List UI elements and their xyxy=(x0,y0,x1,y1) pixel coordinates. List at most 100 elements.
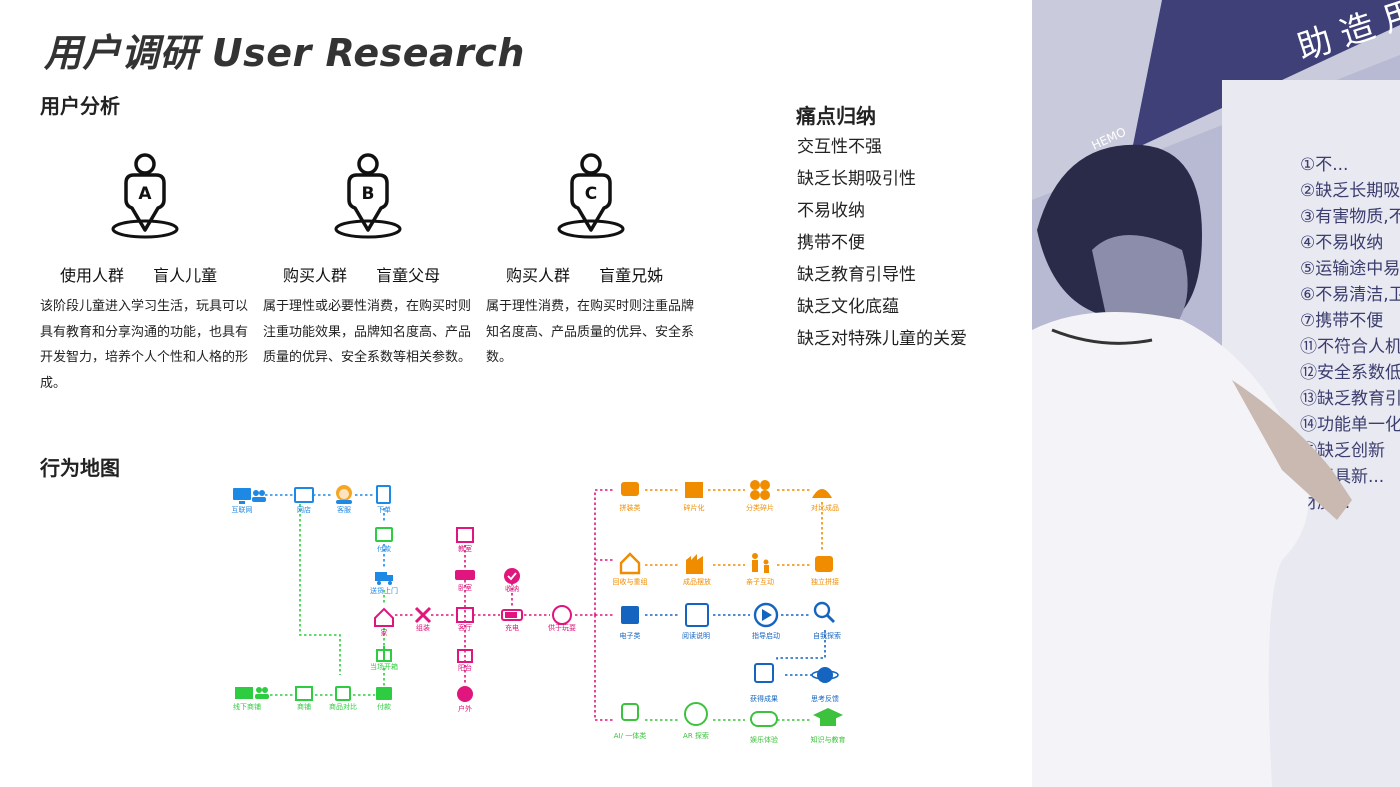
gamepad-icon xyxy=(750,711,778,727)
persona-tag: 盲人儿童 xyxy=(153,266,218,285)
pain-point-item: 缺乏长期吸引性 xyxy=(797,169,916,189)
node-label-guide: 指导启动 xyxy=(752,631,780,640)
persona-tag: 盲童兄姊 xyxy=(599,266,664,285)
web-store-icon xyxy=(294,487,314,503)
board-note: ⑬缺乏教育引导 xyxy=(1300,389,1400,409)
shopping-bag-icon xyxy=(335,686,351,701)
checkmark-icon xyxy=(504,568,520,584)
pain-point-item: 携带不便 xyxy=(797,233,865,253)
classroom-icon xyxy=(456,527,474,543)
node-label-parent: 亲子互动 xyxy=(746,577,774,586)
magnifier-icon xyxy=(813,601,831,619)
pain-point-item: 交互性不强 xyxy=(797,137,882,157)
board-note: ⑤运输途中易损 xyxy=(1300,259,1400,279)
finished-dome-icon xyxy=(812,489,832,498)
persona-letter: B xyxy=(362,184,375,204)
instructions-icon xyxy=(685,603,709,627)
planet-icon xyxy=(817,667,833,683)
node-label-storage: 收纳 xyxy=(505,584,519,593)
board-note: ②缺乏长期吸引 xyxy=(1300,181,1400,201)
node-label-service: 客服 xyxy=(337,505,351,514)
node-label-home: 家 xyxy=(381,628,388,637)
node-label-install: 组装 xyxy=(416,623,430,632)
balcony-plant-icon xyxy=(457,649,473,663)
persona-tag: 购买人群 xyxy=(283,266,348,285)
shop-icon xyxy=(295,686,313,701)
home-icon xyxy=(374,607,394,627)
board-note: ⑪不符合人机 xyxy=(1300,337,1400,357)
board-note: ③有害物质,不利 xyxy=(1300,207,1400,227)
node-label-pay-online: 付款 xyxy=(377,544,391,553)
parent-child-icon xyxy=(752,553,769,573)
node-label-read: 阅读说明 xyxy=(682,631,710,640)
node-label-balcony: 阳台 xyxy=(458,663,472,672)
gift-box-icon xyxy=(376,646,392,662)
puzzle-add-icon xyxy=(815,556,833,572)
board-note: ⑦携带不便 xyxy=(1300,311,1383,331)
node-label-fun: 娱乐体验 xyxy=(750,735,778,744)
node-label-compare-done: 对比成品 xyxy=(811,503,839,512)
map-pin-user-icon: A xyxy=(100,150,190,244)
castle-display-icon xyxy=(686,554,703,574)
board-note: ④不易收纳 xyxy=(1300,233,1383,253)
node-label-bedroom: 卧室 xyxy=(458,583,472,592)
persona-tag: 盲童父母 xyxy=(376,266,441,285)
research-photo: 助 造 用 HEMO ①不... ②缺乏长期吸引 ③有害物质,不利 ④不易收纳 … xyxy=(1032,0,1400,787)
person-figure xyxy=(1032,144,1352,787)
node-label-internet: 互联网 xyxy=(232,505,253,514)
bed-icon xyxy=(455,570,475,580)
board-note: ⑭功能单一化 xyxy=(1300,415,1400,435)
node-label-study: 教室 xyxy=(458,544,472,553)
play-wave-icon xyxy=(552,605,572,625)
ball-icon xyxy=(457,686,473,702)
wallet-icon xyxy=(376,687,392,700)
pain-point-item: 不易收纳 xyxy=(797,201,865,221)
user-analysis-heading: 用户分析 xyxy=(40,94,120,118)
map-pin-user-icon: B xyxy=(323,150,413,244)
node-label-assemble-type: 拼装类 xyxy=(620,503,641,512)
node-label-explore: 自我探索 xyxy=(813,631,841,640)
chip-icon xyxy=(621,606,639,624)
computer-icon xyxy=(233,488,266,504)
recycle-house-icon xyxy=(619,552,641,575)
robot-icon xyxy=(621,703,639,721)
node-label-ai-type: AI/ 一体类 xyxy=(614,731,646,740)
node-label-knowledge: 知识与教育 xyxy=(811,735,846,744)
sorted-pieces-icon xyxy=(750,480,770,500)
node-label-fragment: 碎片化 xyxy=(684,503,705,512)
persona-tag: 使用人群 xyxy=(60,266,125,285)
node-label-living: 客厅 xyxy=(458,623,472,632)
node-label-order: 下单 xyxy=(377,505,391,514)
persona-letter: A xyxy=(138,184,152,204)
living-room-icon xyxy=(456,607,474,623)
node-label-display: 成品摆放 xyxy=(683,577,711,586)
delivery-truck-icon xyxy=(375,572,393,585)
node-label-achieve: 获得成果 xyxy=(750,694,778,703)
trophy-icon xyxy=(754,663,774,683)
node-label-pay-offline: 付款 xyxy=(377,702,391,711)
node-label-charge: 充电 xyxy=(505,623,519,632)
pain-point-item: 缺乏教育引导性 xyxy=(797,265,916,285)
tools-icon xyxy=(414,606,432,624)
node-label-onsite: 当场开箱 xyxy=(370,662,398,671)
behavior-map: 互联网 网店 客服 下单 付款 送货上门 家 组装 当场开箱 xyxy=(225,480,865,750)
node-label-electronic: 电子类 xyxy=(620,631,641,640)
node-label-sort: 分类碎片 xyxy=(746,503,774,512)
node-label-compare: 商品对比 xyxy=(329,702,357,711)
persona-description: 属于理性消费，在购买时则注重品牌知名度高、产品质量的优异、安全系数。 xyxy=(486,299,695,365)
node-label-store: 商铺 xyxy=(297,702,311,711)
pain-points-list: 交互性不强 缺乏长期吸引性 不易收纳 携带不便 缺乏教育引导性 缺乏文化底蕴 缺… xyxy=(797,134,967,358)
board-note: ⑥不易清洁,卫 xyxy=(1300,285,1400,305)
battery-icon xyxy=(501,609,523,621)
node-label-outdoor: 户外 xyxy=(458,704,472,713)
customer-service-icon xyxy=(336,485,352,504)
board-note: ⑮缺乏创新 xyxy=(1300,441,1385,461)
persona-tag: 购买人群 xyxy=(506,266,571,285)
ar-head-icon xyxy=(684,702,708,726)
node-label-reflect: 思考反馈 xyxy=(811,694,839,703)
payment-icon xyxy=(375,527,393,542)
node-label-self-build: 独立拼接 xyxy=(811,577,839,586)
persona-description: 属于理性或必要性消费，在购买时则注重功能效果，品牌知名度高、产品质量的优异、安全… xyxy=(263,299,472,365)
behavior-map-heading: 行为地图 xyxy=(40,456,120,480)
persona-description: 该阶段儿童进入学习生活，玩具可以具有教育和分享沟通的功能，也具有开发智力，培养个… xyxy=(40,299,249,391)
